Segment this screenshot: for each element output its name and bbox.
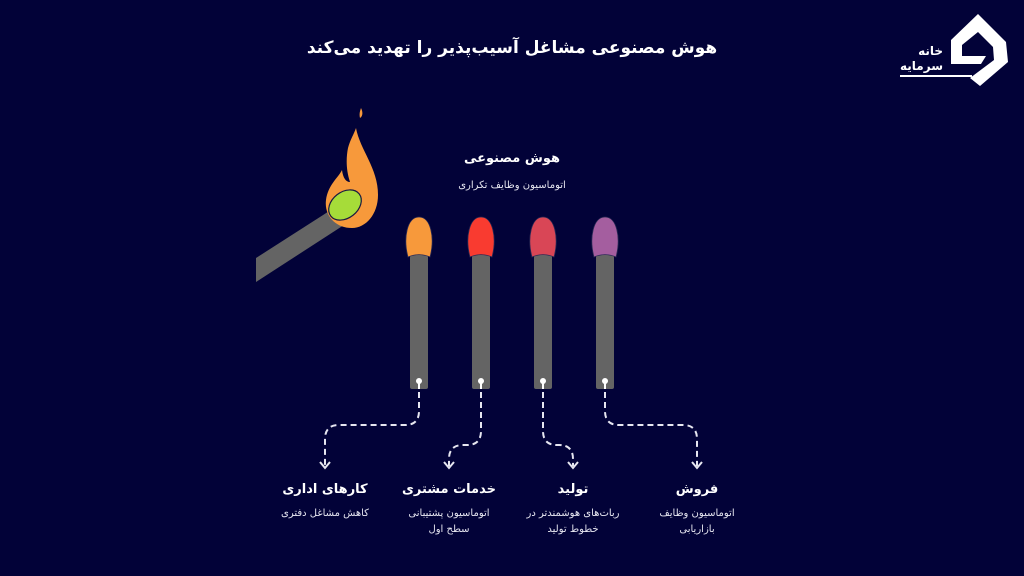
connector-manufacturing [542, 392, 574, 466]
desc-line: کاهش مشاغل دفتری [281, 508, 369, 519]
lit-match [256, 108, 378, 282]
category-title-manufacturing: تولید [557, 482, 589, 497]
match-office [405, 216, 433, 389]
category-title-sales: فروش [675, 482, 719, 497]
page-title: هوش مصنوعی مشاغل آسیب‌پذیر را تهدید می‌ک… [306, 38, 718, 58]
desc-line: ربات‌های هوشمندتر در [526, 508, 620, 519]
logo-icon [900, 14, 1008, 86]
category-desc-customer-service: اتوماسیون پشتیبانی سطح اول [374, 506, 524, 538]
desc-line: سطح اول [428, 524, 470, 535]
connector-office [324, 392, 420, 466]
match-head [591, 216, 619, 258]
logo-line-1: خانه [918, 44, 943, 58]
desc-line: بازاریابی [679, 524, 715, 535]
ai-subtitle: اتوماسیون وظایف تکراری [458, 180, 566, 191]
category-desc-manufacturing: ربات‌های هوشمندتر در خطوط تولید [498, 506, 648, 538]
logo: خانه سرمایه [898, 44, 943, 74]
match-stick [596, 255, 614, 389]
category-title-office: کارهای اداری [282, 482, 368, 497]
category-desc-sales: اتوماسیون وظایف بازاریابی [622, 506, 772, 538]
desc-line: اتوماسیون وظایف [659, 508, 735, 519]
match-stick [410, 255, 428, 389]
match-customer-service [467, 216, 495, 389]
arrow-down-icon [567, 461, 579, 470]
match-sales [591, 216, 619, 389]
category-title-customer-service: خدمات مشتری [402, 482, 496, 497]
desc-line: خطوط تولید [547, 524, 599, 535]
arrow-down-icon [443, 461, 455, 470]
match-stick [472, 255, 490, 389]
connector-sales [604, 392, 698, 466]
arrow-down-icon [319, 461, 331, 470]
lit-match-stick [256, 208, 344, 282]
connector-customer-service [448, 392, 482, 466]
category-desc-office: کاهش مشاغل دفتری [250, 506, 400, 522]
match-manufacturing [529, 216, 557, 389]
arrow-down-icon [691, 461, 703, 470]
match-head [405, 216, 433, 258]
match-stick [534, 255, 552, 389]
ai-title: هوش مصنوعی [464, 151, 560, 166]
desc-line: اتوماسیون پشتیبانی [408, 508, 490, 519]
logo-line-2: سرمایه [900, 59, 943, 73]
match-head [529, 216, 557, 258]
lit-match-head [328, 189, 362, 221]
match-head [467, 216, 495, 258]
